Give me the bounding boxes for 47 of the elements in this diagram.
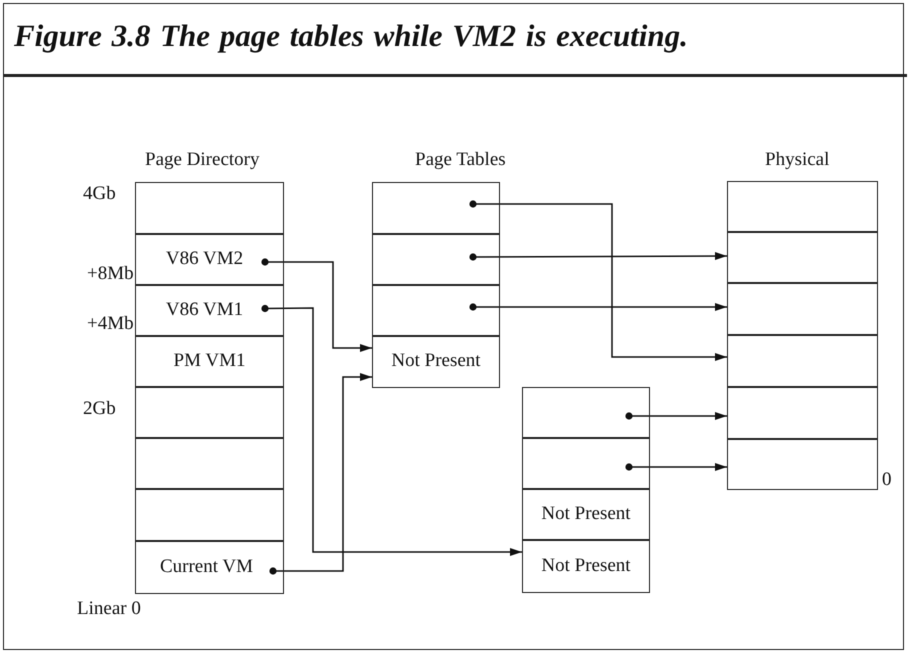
empty-entry [727, 282, 878, 336]
empty-entry [727, 386, 878, 440]
table-entry [372, 335, 500, 388]
empty-entry [727, 334, 878, 388]
address-label: +8Mb [87, 263, 134, 285]
table-entry [522, 539, 650, 592]
address-label: 0 [882, 469, 892, 491]
arrow [469, 303, 727, 311]
empty-entry [372, 284, 500, 336]
arrow [625, 412, 727, 420]
address-label: +4Mb [87, 313, 134, 335]
entry-label: PM VM1 [174, 350, 246, 372]
table-entry [135, 233, 284, 286]
empty-entry [727, 181, 878, 232]
address-label: Linear 0 [77, 598, 141, 620]
column-heading: Page Tables [415, 149, 506, 171]
arrow [625, 463, 727, 471]
empty-entry [727, 231, 878, 284]
arrow [261, 258, 372, 352]
table-entry [135, 540, 284, 594]
empty-entry [727, 438, 878, 490]
empty-entry [135, 437, 284, 490]
empty-entry [522, 387, 650, 438]
arrow [469, 200, 727, 361]
empty-entry [135, 386, 284, 438]
entry-label: Not Present [541, 554, 631, 577]
column-heading: Physical [765, 149, 830, 171]
empty-entry [135, 182, 284, 234]
empty-entry [522, 437, 650, 490]
empty-entry [372, 182, 500, 234]
arrow [269, 373, 372, 575]
figure-title: Figure 3.8 The page tables while VM2 is executing. [14, 18, 688, 54]
table-entry [135, 335, 284, 388]
arrow [261, 304, 522, 556]
entry-label: Current VM [160, 556, 254, 578]
empty-entry [372, 233, 500, 286]
table-entry [522, 488, 650, 540]
entry-label: Not Present [391, 350, 481, 372]
entry-label: V86 VM2 [166, 248, 244, 270]
entry-label: V86 VM1 [166, 299, 244, 322]
entry-label: Not Present [541, 503, 631, 526]
address-label: 2Gb [83, 398, 116, 420]
address-label: 4Gb [83, 183, 116, 205]
arrow [469, 252, 727, 261]
table-entry [135, 284, 284, 336]
empty-entry [135, 488, 284, 542]
column-heading: Page Directory [145, 149, 260, 171]
